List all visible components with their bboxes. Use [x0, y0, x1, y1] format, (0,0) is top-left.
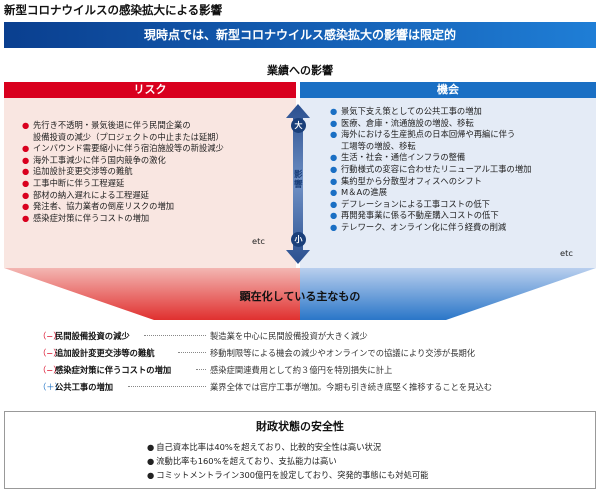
list-item: ●部材の納入遅れによる工程遅延	[22, 189, 149, 200]
list-item: ●医療、倉庫・流通施設の増設、移転	[330, 117, 474, 128]
list-item: ●発注者、協力業者の倒産リスクの増加	[22, 201, 175, 212]
leader-line	[144, 335, 206, 336]
list-item: ●海外における生産拠点の日本回帰や再編に伴う工場等の増設、移転	[330, 129, 516, 151]
risk-list: ●先行き不透明・景気後退に伴う民間企業の設備投資の減少（プロジェクトの中止または…	[22, 120, 290, 224]
effect-row: （−） 感染症対策に伴うコストの増加 感染症関連費用として約３億円を特別損失に計…	[38, 364, 598, 381]
effect-description: 感染症関連費用として約３億円を特別損失に計上	[210, 365, 393, 375]
leader-line	[178, 352, 206, 353]
effect-sign: （＋）	[38, 382, 63, 392]
effect-row: （＋） 公共工事の増加 業界全体では官庁工事が増加。今期も引き続き底堅く推移する…	[38, 381, 598, 398]
impact-axis-arrow	[286, 104, 310, 264]
list-item: ●M＆Aの進展	[330, 187, 388, 198]
financial-safety-box: 財政状態の安全性 ●自己資本比率は40%を超えており、比較的安全性は高い状況 ●…	[4, 411, 596, 489]
impact-large-marker: 大	[291, 118, 306, 133]
list-item: ●流動比率も160%を超えており、支払能力は高い	[147, 456, 337, 466]
list-item: ●集約型から分散型オフィスへのシフト	[330, 175, 482, 186]
risk-header: リスク	[4, 82, 296, 98]
leader-line	[196, 369, 206, 370]
business-impact-title: 業績への影響	[267, 64, 333, 77]
impact-axis-label: 影響	[294, 170, 303, 190]
effect-name: 感染症対策に伴うコストの増加	[55, 365, 172, 375]
effect-row: （−） 民間設備投資の減少 製造業を中心に民間設備投資が大きく減少	[38, 330, 598, 347]
list-item: ●生活・社会・通信インフラの整備	[330, 152, 466, 163]
effect-name: 民間設備投資の減少	[55, 331, 130, 341]
list-item: ●海外工事減少に伴う国内競争の激化	[22, 154, 166, 165]
effect-description: 業界全体では官庁工事が増加。今期も引き続き底堅く推移することを見込む	[210, 382, 493, 392]
effect-sign: （−）	[38, 348, 62, 358]
impact-small-marker: 小	[291, 232, 306, 247]
effect-description: 移動制限等による機会の減少やオンラインでの協議により交渉が長期化	[210, 348, 476, 358]
financial-safety-list: ●自己資本比率は40%を超えており、比較的安全性は高い状況 ●流動比率も160%…	[147, 440, 428, 482]
financial-safety-title: 財政状態の安全性	[256, 420, 344, 433]
list-item: ●自己資本比率は40%を超えており、比較的安全性は高い状況	[147, 442, 382, 452]
effect-description: 製造業を中心に民間設備投資が大きく減少	[210, 331, 368, 341]
list-item: ●インバウンド需要縮小に伴う宿泊施設等の新設減少	[22, 143, 224, 154]
list-item: ●工事中断に伴う工程遅延	[22, 177, 125, 188]
list-item: ●テレワーク、オンライン化に伴う経費の削減	[330, 221, 507, 232]
list-item: ●先行き不透明・景気後退に伴う民間企業の設備投資の減少（プロジェクトの中止または…	[22, 120, 224, 142]
list-item: ●コミットメントライン300億円を設定しており、突発的事態にも対処可能	[147, 470, 429, 480]
opportunity-header: 機会	[300, 82, 596, 98]
opportunity-list: ●景気下支え策としての公共工事の増加 ●医療、倉庫・流通施設の増設、移転 ●海外…	[330, 106, 592, 234]
funnel-graphic	[4, 268, 596, 320]
risk-etc: etc	[252, 236, 265, 246]
opportunity-panel	[300, 98, 596, 268]
manifested-effects-title: 顕在化している主なもの	[239, 290, 361, 303]
list-item: ●デフレーションによる工事コストの低下	[330, 198, 490, 209]
list-item: ●景気下支え策としての公共工事の増加	[330, 106, 482, 116]
effect-sign: （−）	[38, 331, 62, 341]
effect-name: 公共工事の増加	[55, 382, 114, 392]
list-item: ●行動様式の変容に合わせたリニューアル工事の増加	[330, 163, 532, 174]
page-title: 新型コロナウイルスの感染拡大による影響	[4, 3, 223, 17]
list-item: ●追加設計変更交渉等の難航	[22, 166, 133, 177]
leader-line	[128, 386, 206, 387]
summary-banner: 現時点では、新型コロナウイルス感染拡大の影響は限定的	[4, 22, 596, 48]
list-item: ●再開発事業に係る不動産購入コストの低下	[330, 210, 499, 221]
effect-sign: （−）	[38, 365, 62, 375]
risk-panel	[4, 98, 296, 268]
effect-row: （−） 追加設計変更交渉等の難航 移動制限等による機会の減少やオンラインでの協議…	[38, 347, 598, 364]
effect-name: 追加設計変更交渉等の難航	[55, 348, 155, 358]
list-item: ●感染症対策に伴うコストの増加	[22, 212, 150, 223]
opportunity-etc: etc	[560, 248, 573, 258]
manifested-effects: （−） 民間設備投資の減少 製造業を中心に民間設備投資が大きく減少 （−） 追加…	[38, 330, 598, 398]
